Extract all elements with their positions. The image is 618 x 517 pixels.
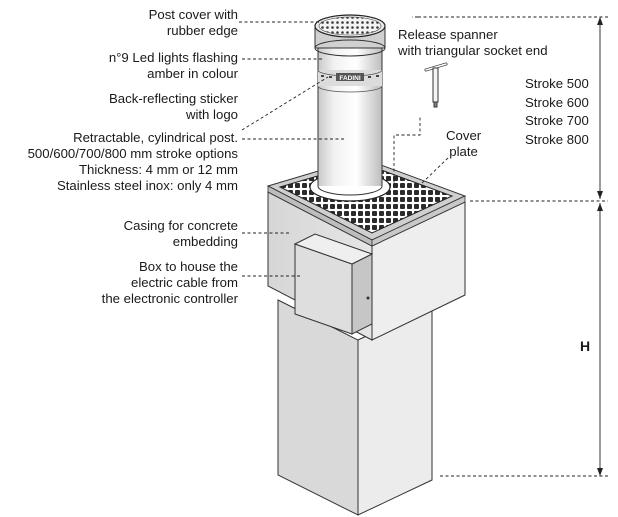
label-post-cover: Post cover with rubber edge [148, 7, 238, 38]
led-light-dots [321, 75, 379, 78]
label-cable-box: Box to house the electric cable from the… [101, 259, 238, 306]
lower-casing [277, 299, 433, 516]
logo-text: FADINI [339, 75, 361, 82]
cable-box [293, 233, 374, 335]
label-spanner: Release spanner with triangular socket e… [398, 27, 548, 58]
label-sticker: Back-reflecting sticker with logo [109, 91, 238, 122]
label-cover-plate: Cover plate [446, 128, 482, 159]
leader-lines [239, 16, 449, 277]
label-h-dimension: H [580, 338, 591, 354]
label-casing: Casing for concrete embedding [123, 218, 238, 249]
logo-sticker [336, 73, 364, 81]
label-led-lights: n°9 Led lights flashing amber in colour [108, 50, 238, 81]
label-post: Retractable, cylindrical post. 500/600/7… [27, 130, 238, 193]
release-spanner [424, 62, 448, 108]
dimension-lines [418, 16, 608, 477]
label-strokes: Stroke 500 Stroke 600 Stroke 700 Stroke … [525, 76, 589, 147]
led-band: FADINI [317, 69, 383, 93]
post-cover [314, 14, 386, 57]
